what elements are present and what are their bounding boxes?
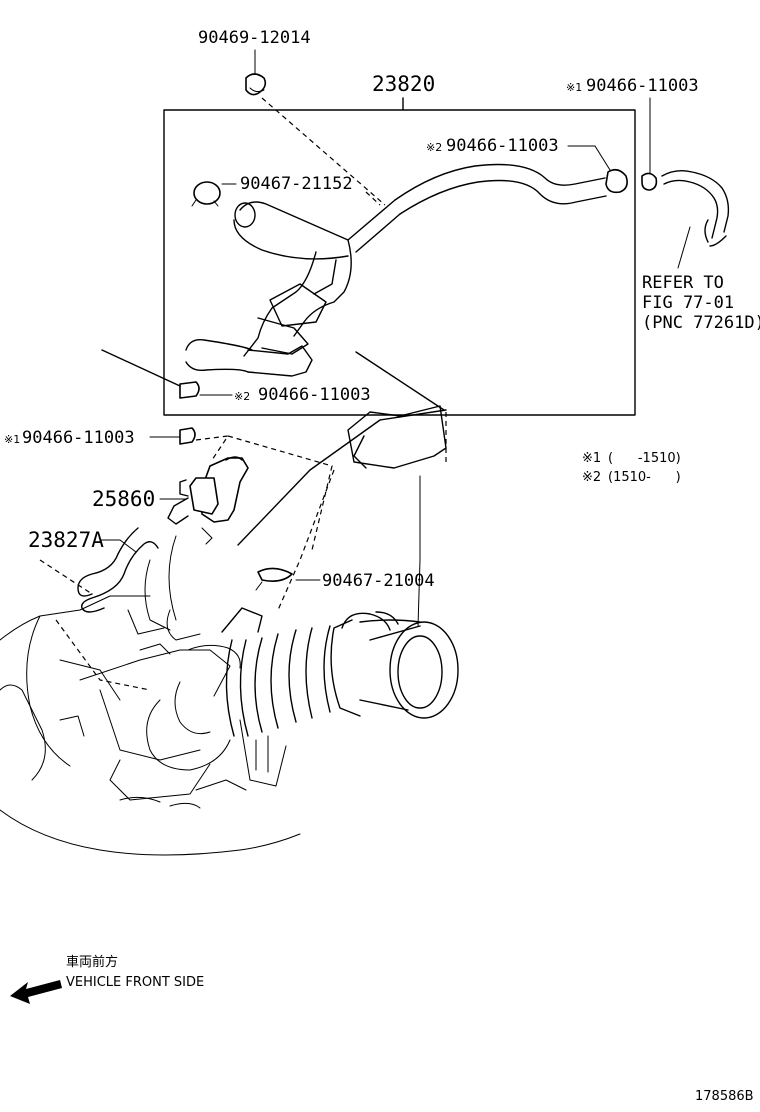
note1-text: ( -1510)	[608, 451, 681, 466]
label-band-lower: 90467-21004	[322, 571, 435, 591]
label-clamp-left: 90466-11003	[22, 428, 135, 448]
refer-line-1: REFER TO	[642, 273, 724, 293]
clip-part	[245, 73, 267, 96]
direction-label-en: VEHICLE FRONT SIDE	[66, 975, 204, 990]
hose-clamp-left	[179, 427, 196, 445]
note2-text: (1510- )	[608, 470, 681, 485]
direction-label-jp: 車両前方	[66, 954, 118, 970]
label-mark-left: ※1	[4, 433, 20, 446]
label-mark-upper-mid: ※2	[426, 141, 442, 154]
intake-bellows-hose	[221, 607, 459, 737]
label-vsv: 25860	[92, 487, 155, 511]
hose-assembly	[179, 145, 628, 399]
vehicle-front-arrow	[10, 980, 62, 1004]
label-mark-lower-box: ※2	[234, 390, 250, 403]
assembly-frame	[163, 109, 636, 416]
label-clip-top: 90469-12014	[198, 28, 311, 48]
hose-clamp-right	[641, 172, 658, 191]
note1-mark: ※1	[582, 451, 601, 466]
refer-line-3: (PNC 77261D)	[642, 313, 760, 333]
vacuum-switching-valve	[167, 456, 249, 545]
label-clamp-upper-mid: 90466-11003	[446, 136, 559, 156]
note2-mark: ※2	[582, 470, 601, 485]
label-mark-top-right: ※1	[566, 81, 582, 94]
label-clamp-top-right: 90466-11003	[586, 76, 699, 96]
label-hose-assy: 23820	[372, 72, 435, 96]
band-clamp-lower	[255, 567, 293, 591]
refer-line-2: FIG 77-01	[642, 293, 734, 313]
refer-hose	[661, 169, 730, 247]
band-clamp-upper	[191, 181, 221, 207]
hose-clamp-upper	[605, 168, 628, 194]
label-clamp-lower-box: 90466-11003	[258, 385, 371, 405]
engine-outline	[0, 535, 301, 856]
figure-id: 178586B	[695, 1089, 754, 1104]
hose-clamp-lower	[179, 381, 200, 399]
label-band-upper: 90467-21152	[240, 174, 353, 194]
label-hose-lower: 23827A	[28, 528, 104, 552]
